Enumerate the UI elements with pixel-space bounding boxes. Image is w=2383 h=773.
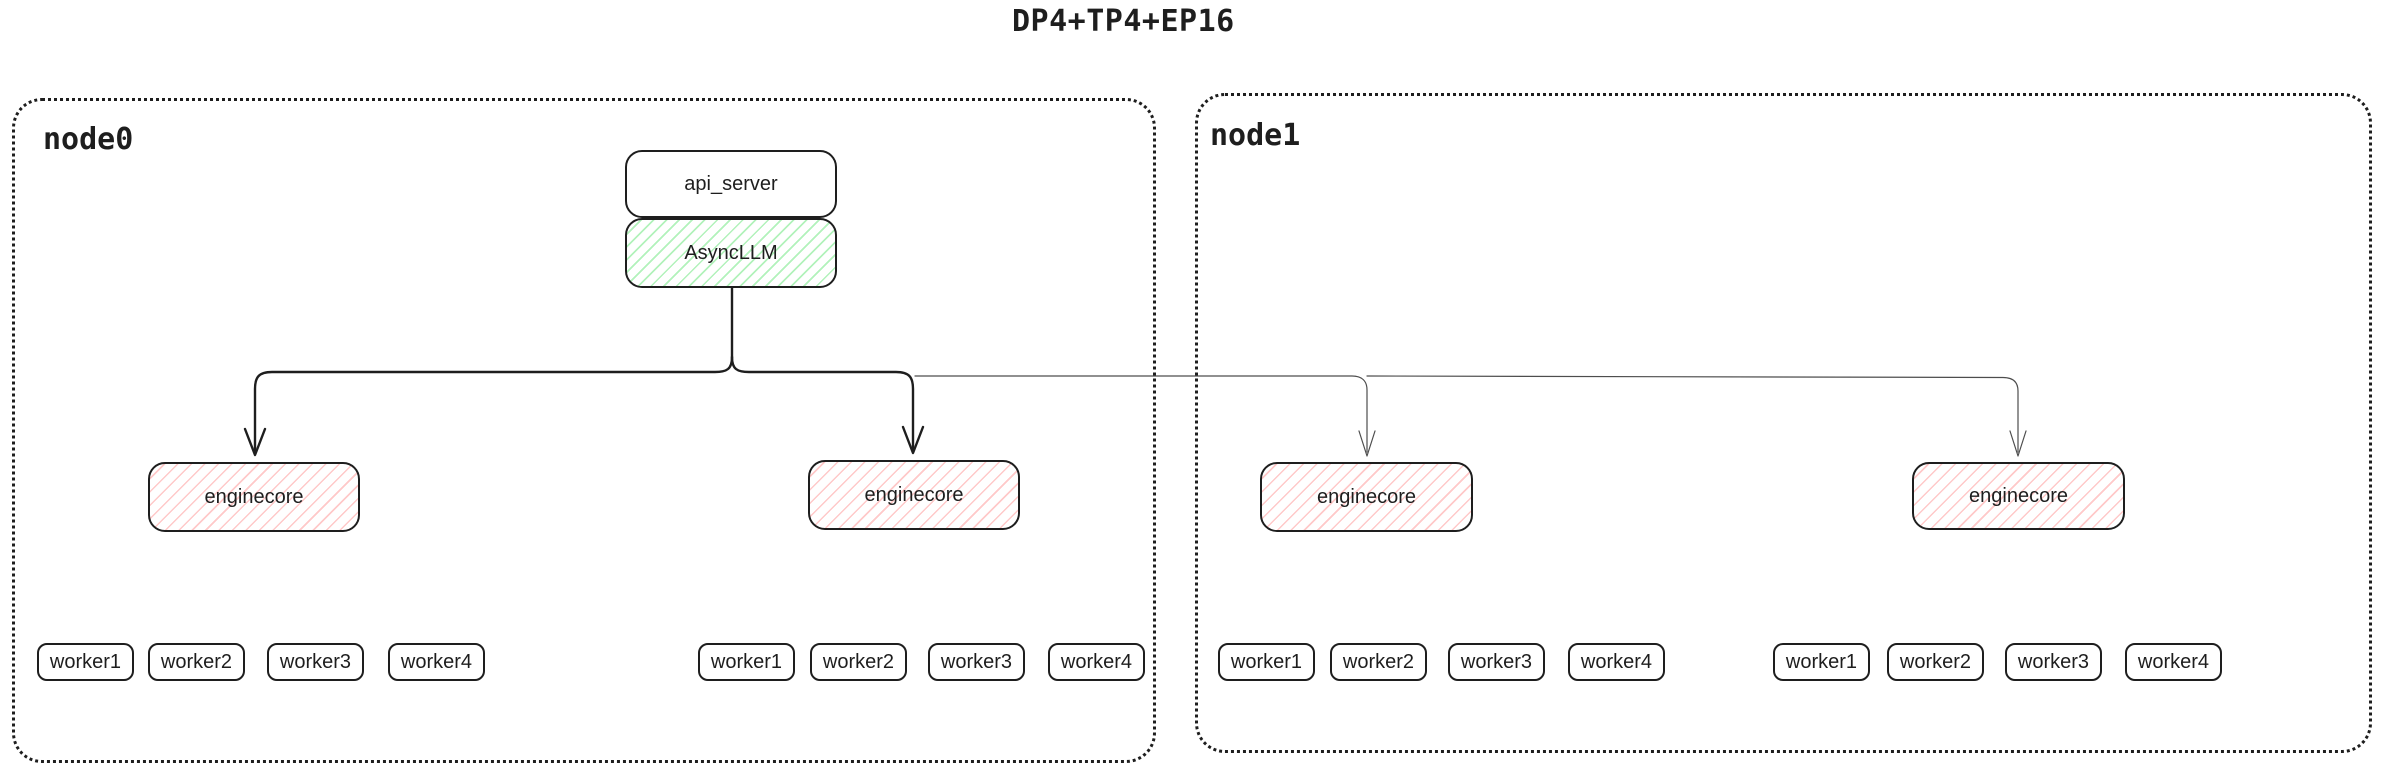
worker-box: worker4 [1568, 643, 1665, 681]
worker-box: worker3 [2005, 643, 2102, 681]
worker-label: worker2 [160, 650, 233, 673]
enginecore-label: enginecore [1969, 484, 2068, 507]
worker-label: worker4 [2137, 650, 2210, 673]
worker-label: worker4 [400, 650, 473, 673]
node1-label: node1 [1210, 118, 1301, 153]
enginecore-box-2: enginecore [808, 460, 1020, 530]
worker-box: worker4 [2125, 643, 2222, 681]
worker-box: worker4 [388, 643, 485, 681]
worker-box: worker3 [267, 643, 364, 681]
worker-box: worker1 [1773, 643, 1870, 681]
worker-box: worker1 [1218, 643, 1315, 681]
worker-label: worker1 [49, 650, 122, 673]
worker-box: worker3 [928, 643, 1025, 681]
worker-box: worker3 [1448, 643, 1545, 681]
enginecore-box-3: enginecore [1260, 462, 1473, 532]
enginecore-box-1: enginecore [148, 462, 360, 532]
worker-label: worker2 [1899, 650, 1972, 673]
worker-label: worker3 [279, 650, 352, 673]
worker-label: worker2 [822, 650, 895, 673]
diagram-title: DP4+TP4+EP16 [1012, 4, 1235, 39]
worker-label: worker3 [940, 650, 1013, 673]
asyncllm-box: AsyncLLM [625, 218, 837, 288]
enginecore-label: enginecore [1317, 485, 1416, 508]
worker-label: worker2 [1342, 650, 1415, 673]
enginecore-box-4: enginecore [1912, 462, 2125, 530]
worker-label: worker1 [1230, 650, 1303, 673]
worker-label: worker1 [710, 650, 783, 673]
worker-box: worker1 [37, 643, 134, 681]
enginecore-label: enginecore [204, 485, 304, 508]
api-server-label: api_server [684, 172, 778, 195]
worker-label: worker1 [1785, 650, 1858, 673]
worker-box: worker2 [148, 643, 245, 681]
worker-box: worker2 [810, 643, 907, 681]
node0-label: node0 [43, 122, 134, 157]
worker-label: worker3 [2017, 650, 2090, 673]
worker-label: worker4 [1060, 650, 1133, 673]
worker-box: worker2 [1330, 643, 1427, 681]
worker-box: worker2 [1887, 643, 1984, 681]
enginecore-label: enginecore [864, 483, 964, 506]
asyncllm-label: AsyncLLM [684, 241, 778, 264]
worker-label: worker4 [1580, 650, 1653, 673]
worker-box: worker4 [1048, 643, 1145, 681]
worker-box: worker1 [698, 643, 795, 681]
worker-label: worker3 [1460, 650, 1533, 673]
api-server-box: api_server [625, 150, 837, 218]
